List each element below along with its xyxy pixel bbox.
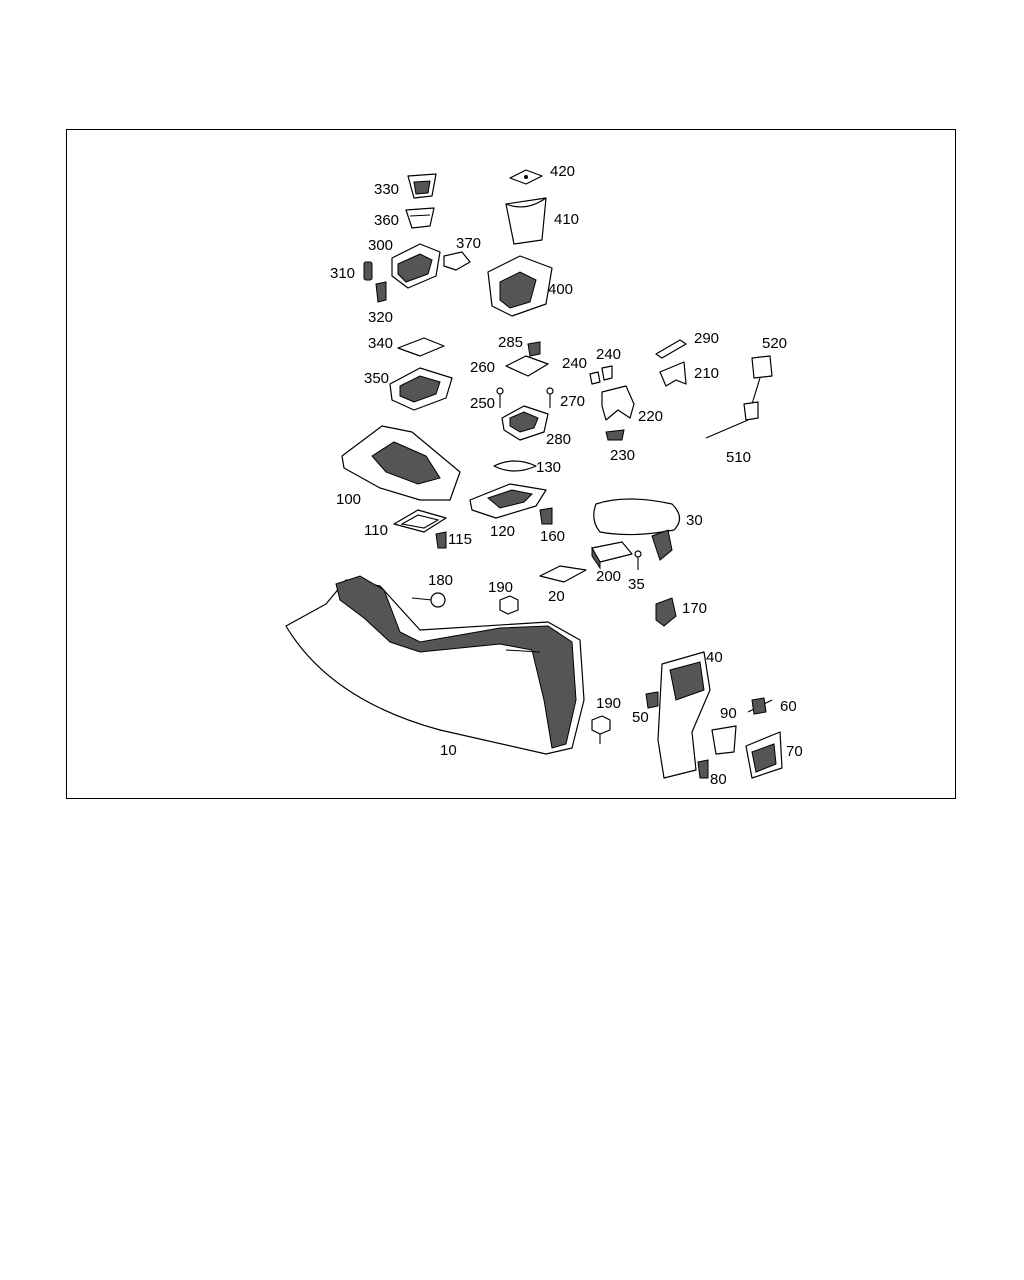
diagram-frame (66, 129, 956, 799)
part-180-bolt (411, 592, 446, 608)
callout-340: 340 (368, 335, 393, 352)
part-30-armrest-lid (593, 498, 681, 561)
callout-310: 310 (330, 265, 355, 282)
part-290-trim (655, 339, 687, 359)
callout-80: 80 (710, 771, 727, 788)
part-170-bracket (655, 597, 677, 627)
part-60-connector (747, 697, 773, 715)
part-35-screw (634, 550, 642, 570)
callout-400: 400 (548, 281, 573, 298)
callout-210: 210 (694, 365, 719, 382)
callout-280: 280 (546, 431, 571, 448)
callout-220: 220 (638, 408, 663, 425)
callout-350: 350 (364, 370, 389, 387)
callout-130: 130 (536, 459, 561, 476)
callout-100: 100 (336, 491, 361, 508)
part-130-cover (493, 460, 537, 472)
callout-40: 40 (706, 649, 723, 666)
part-340-mat (397, 337, 445, 357)
callout-285: 285 (498, 334, 523, 351)
part-520-connector (751, 355, 773, 379)
part-370-clip (443, 251, 471, 271)
part-250-screw (496, 387, 504, 408)
part-110-frame (393, 509, 447, 533)
part-100-trim-panel (341, 425, 461, 501)
callout-170: 170 (682, 600, 707, 617)
callout-370: 370 (456, 235, 481, 252)
callout-120: 120 (490, 523, 515, 540)
part-230-clip (605, 429, 625, 441)
callout-300: 300 (368, 237, 393, 254)
callout-320: 320 (368, 309, 393, 326)
callout-35: 35 (628, 576, 645, 593)
part-210-bracket (659, 361, 687, 387)
part-360-cup-insert (405, 207, 435, 229)
part-285-clip (527, 341, 541, 357)
callout-290: 290 (694, 330, 719, 347)
callout-90: 90 (720, 705, 737, 722)
callout-240-a: 240 (562, 355, 587, 372)
callout-190-a: 190 (488, 579, 513, 596)
callout-420: 420 (550, 163, 575, 180)
callout-270: 270 (560, 393, 585, 410)
part-190-nut-b (591, 715, 611, 744)
part-20-mat (539, 565, 587, 583)
part-80-fastener (697, 759, 709, 779)
callout-190-b: 190 (596, 695, 621, 712)
callout-520: 520 (762, 335, 787, 352)
part-40-rear-panel (657, 651, 711, 779)
part-350-frame (389, 367, 453, 411)
callout-250: 250 (470, 395, 495, 412)
part-420-pad (509, 169, 543, 185)
callout-240-b: 240 (596, 346, 621, 363)
part-330-cup-insert (407, 173, 437, 199)
part-240-clip-b (601, 365, 613, 381)
part-115-clip (435, 531, 447, 549)
part-200-pad (591, 541, 633, 570)
part-310-fastener (363, 261, 373, 281)
callout-70: 70 (786, 743, 803, 760)
part-280-bracket (501, 405, 549, 441)
callout-230: 230 (610, 447, 635, 464)
callout-10: 10 (440, 742, 457, 759)
part-410-cup (505, 197, 547, 245)
part-510-cable (705, 377, 761, 439)
part-400-cup-housing (487, 255, 553, 317)
callout-200: 200 (596, 568, 621, 585)
callout-60: 60 (780, 698, 797, 715)
part-320-fastener (375, 281, 387, 303)
part-10-console-body (285, 575, 585, 755)
part-90-cup (711, 725, 737, 755)
part-70-pocket (745, 731, 783, 779)
part-300-holder (391, 243, 441, 289)
part-160-clip (539, 507, 553, 525)
part-220-bracket (601, 385, 635, 421)
callout-30: 30 (686, 512, 703, 529)
callout-115: 115 (448, 531, 472, 548)
part-120-panel (469, 483, 547, 519)
callout-110: 110 (364, 522, 388, 539)
part-50-clip (645, 691, 659, 709)
part-260-panel (505, 355, 549, 377)
callout-180: 180 (428, 572, 453, 589)
callout-160: 160 (540, 528, 565, 545)
part-240-clip-a (589, 371, 601, 385)
callout-260: 260 (470, 359, 495, 376)
callout-20: 20 (548, 588, 565, 605)
callout-410: 410 (554, 211, 579, 228)
part-270-screw (546, 387, 554, 408)
callout-510: 510 (726, 449, 751, 466)
callout-360: 360 (374, 212, 399, 229)
part-190-nut-a (499, 595, 519, 615)
callout-330: 330 (374, 181, 399, 198)
callout-50: 50 (632, 709, 649, 726)
